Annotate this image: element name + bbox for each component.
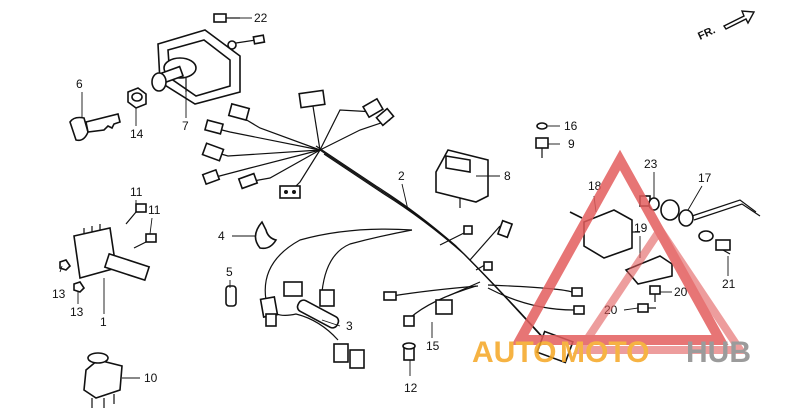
leader-lines (59, 17, 729, 379)
callout-6: 6 (76, 77, 83, 91)
callout-21: 21 (722, 277, 736, 291)
callout-10: 10 (144, 371, 158, 385)
grommet (402, 342, 416, 361)
key-icon (69, 113, 121, 142)
ignition-switch (151, 29, 266, 105)
direction-arrow-icon (722, 10, 756, 30)
watermark-part2: MOTO (560, 336, 649, 369)
callout-13b: 13 (70, 305, 84, 319)
direction-label: FR. (696, 24, 717, 42)
bolt-icon (535, 122, 549, 158)
callout-14: 14 (130, 127, 144, 141)
part-callouts: 22 6 14 7 8 16 9 2 18 23 17 19 21 20 20 … (52, 11, 736, 395)
callout-9: 9 (568, 137, 575, 151)
callout-16: 16 (564, 119, 578, 133)
callout-11b: 11 (148, 203, 161, 217)
nut-icon (127, 87, 147, 109)
callout-12: 12 (404, 381, 418, 395)
watermark-part3: HUB (686, 336, 751, 369)
callout-22: 22 (254, 11, 268, 25)
callout-20a: 20 (674, 285, 688, 299)
wire-clip (225, 285, 237, 307)
switch-unit (435, 149, 489, 208)
callout-13a: 13 (52, 287, 66, 301)
push-switch (83, 352, 123, 408)
callout-4: 4 (218, 229, 225, 243)
direction-indicator: FR. (696, 10, 756, 43)
watermark: AUTO MOTO HUB (472, 149, 751, 369)
wire-clamp (254, 220, 278, 250)
callout-23: 23 (644, 157, 658, 171)
callout-8: 8 (504, 169, 511, 183)
watermark-part1: AUTO (472, 336, 556, 369)
fuse-holder (648, 197, 761, 242)
bolt-icon (637, 239, 731, 313)
callout-15: 15 (426, 339, 440, 353)
callout-3: 3 (346, 319, 353, 333)
callout-7: 7 (182, 119, 189, 133)
callout-5: 5 (226, 265, 233, 279)
mounting-bracket (624, 255, 673, 285)
bolt-icon (213, 13, 240, 23)
sub-harness (259, 295, 365, 369)
callout-2: 2 (398, 169, 405, 183)
nut-icon (59, 259, 86, 293)
callout-19: 19 (634, 221, 648, 235)
callout-11a: 11 (130, 185, 143, 199)
callout-1: 1 (100, 315, 107, 329)
callout-17: 17 (698, 171, 712, 185)
switch-assembly (73, 224, 151, 282)
bolt-icon (125, 203, 157, 249)
